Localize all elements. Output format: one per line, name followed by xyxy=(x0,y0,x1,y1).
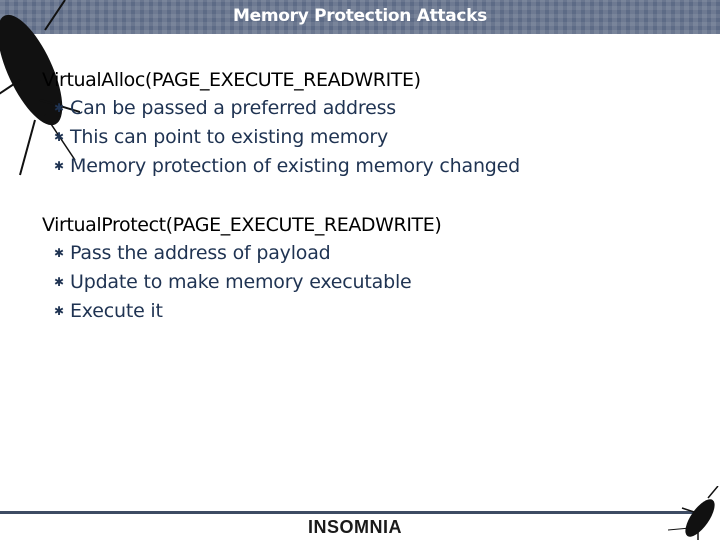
section-heading: VirtualProtect(PAGE_EXECUTE_READWRITE) xyxy=(42,214,442,236)
list-item: ✱ Update to make memory executable xyxy=(42,268,520,297)
bug-bullet-icon: ✱ xyxy=(54,159,64,173)
slide-title: Memory Protection Attacks xyxy=(232,6,488,26)
bullet-text: Memory protection of existing memory cha… xyxy=(70,155,521,177)
list-item: ✱ This can point to existing memory xyxy=(42,123,520,152)
cockroach-icon xyxy=(668,486,719,540)
section-virtualalloc: VirtualAlloc(PAGE_EXECUTE_READWRITE) ✱ Ca… xyxy=(42,66,520,181)
bullet-text: Pass the address of payload xyxy=(70,242,331,264)
list-item: ✱ Pass the address of payload xyxy=(42,239,520,268)
list-item: ✱ Execute it xyxy=(42,297,520,326)
slide-body: VirtualAlloc(PAGE_EXECUTE_READWRITE) ✱ Ca… xyxy=(42,66,520,356)
insomnia-logo: INSOMNIA xyxy=(308,517,402,537)
bug-bullet-icon: ✱ xyxy=(54,101,64,115)
bug-bullet-icon: ✱ xyxy=(54,130,64,144)
bullet-text: Execute it xyxy=(70,300,163,322)
bug-bullet-icon: ✱ xyxy=(54,246,64,260)
title-bar: Memory Protection Attacks xyxy=(0,0,720,34)
bullet-text: This can point to existing memory xyxy=(70,126,389,148)
section-virtualprotect: VirtualProtect(PAGE_EXECUTE_READWRITE) ✱… xyxy=(42,211,520,326)
footer-divider xyxy=(0,511,700,514)
bug-bullet-icon: ✱ xyxy=(54,275,64,289)
bug-bullet-icon: ✱ xyxy=(54,304,64,318)
list-item: ✱ Memory protection of existing memory ch… xyxy=(42,152,520,181)
list-item: ✱ Can be passed a preferred address xyxy=(42,94,520,123)
section-heading: VirtualAlloc(PAGE_EXECUTE_READWRITE) xyxy=(42,69,421,91)
bullet-text: Can be passed a preferred address xyxy=(70,97,396,119)
cockroach-icon xyxy=(0,0,80,176)
bullet-text: Update to make memory executable xyxy=(70,271,412,293)
